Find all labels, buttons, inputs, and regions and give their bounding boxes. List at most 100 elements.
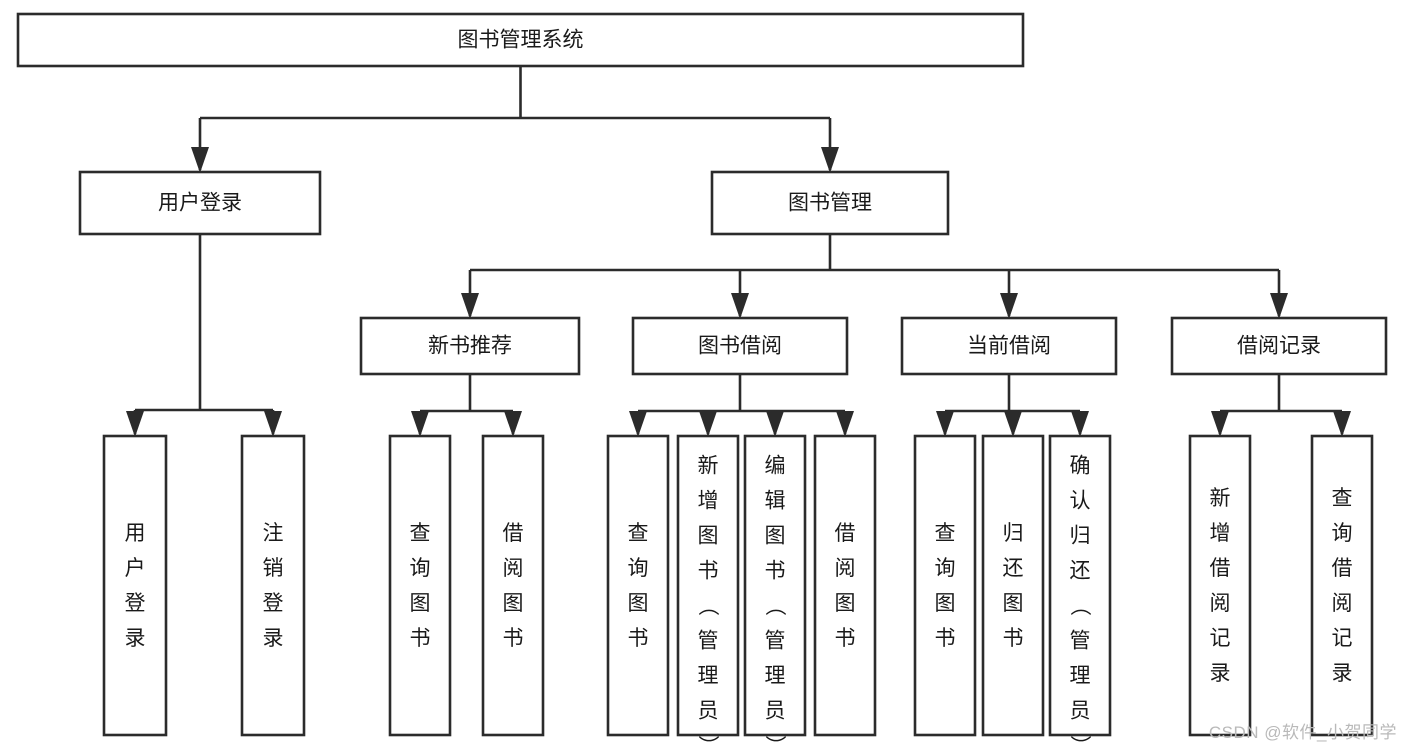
node-label-char: 书 <box>935 627 956 650</box>
conn-book-manage-arrow-0 <box>461 293 479 319</box>
conn-user-login-arrow-1 <box>264 411 282 437</box>
node-label-char: 书 <box>410 627 431 650</box>
node-label-char: 还 <box>1070 560 1091 583</box>
node-label-char: 管 <box>765 630 786 653</box>
node-new-book-rec[interactable]: 新书推荐 <box>359 316 581 376</box>
node-label-char: 登 <box>263 592 284 615</box>
connectors-layer <box>126 66 1351 437</box>
node-label-char: 询 <box>628 557 649 580</box>
node-label-char: ） <box>1068 735 1091 747</box>
node-leaf-user-login[interactable]: 用户登录 <box>102 434 168 737</box>
node-label-char: 辑 <box>765 490 786 513</box>
node-box <box>743 434 807 737</box>
node-label-char: 录 <box>263 627 284 650</box>
node-label-char: 销 <box>263 557 284 580</box>
node-label-char: 图 <box>698 525 719 548</box>
node-borrow-record[interactable]: 借阅记录 <box>1170 316 1388 376</box>
node-label-char: 图 <box>628 592 649 615</box>
node-label-char: 归 <box>1070 525 1091 548</box>
node-label-char: 用 <box>125 522 146 545</box>
conn-current-borrow-arrow-2 <box>1071 411 1089 437</box>
node-label-char: 员 <box>698 700 719 723</box>
node-label-char: （ <box>763 595 786 616</box>
node-box <box>1170 316 1388 376</box>
node-label-char: 书 <box>628 627 649 650</box>
node-label-char: 借 <box>503 522 524 545</box>
node-box <box>359 316 581 376</box>
node-box <box>16 12 1025 68</box>
node-label-char: 注 <box>263 522 284 545</box>
node-label-char: 图 <box>835 592 856 615</box>
node-label-char: 新 <box>1210 487 1231 510</box>
node-box <box>1310 434 1374 737</box>
node-box <box>676 434 740 737</box>
node-label-char: 认 <box>1070 490 1091 513</box>
node-label-char: 员 <box>765 700 786 723</box>
node-label-char: 还 <box>1003 557 1024 580</box>
node-label-char: 理 <box>1070 665 1091 688</box>
node-label-char: 阅 <box>1210 592 1231 615</box>
conn-book-manage-arrow-1 <box>731 293 749 319</box>
node-book-manage[interactable]: 图书管理 <box>710 170 950 236</box>
node-label-char: 图 <box>410 592 431 615</box>
node-current-borrow[interactable]: 当前借阅 <box>900 316 1118 376</box>
node-label-char: 管 <box>1070 630 1091 653</box>
node-label-char: 录 <box>125 627 146 650</box>
node-label-char: 图 <box>1003 592 1024 615</box>
node-label-char: 借 <box>1210 557 1231 580</box>
node-label-char: 管 <box>698 630 719 653</box>
node-label-char: 查 <box>935 522 956 545</box>
node-label-char: 阅 <box>835 557 856 580</box>
node-label-char: 理 <box>698 665 719 688</box>
node-label-char: 增 <box>1210 522 1231 545</box>
node-label: 新书推荐 <box>428 335 512 358</box>
node-label-char: 记 <box>1332 627 1353 650</box>
node-label-char: 记 <box>1210 627 1231 650</box>
conn-book-manage-arrow-3 <box>1270 293 1288 319</box>
node-box <box>913 434 977 737</box>
conn-root-arrow-0 <box>191 147 209 173</box>
node-label-char: 阅 <box>1332 592 1353 615</box>
node-box <box>102 434 168 737</box>
node-root-root[interactable]: 图书管理系统 <box>16 12 1025 68</box>
node-label-char: 书 <box>503 627 524 650</box>
node-label: 用户登录 <box>158 192 242 215</box>
node-label-char: 书 <box>698 560 719 583</box>
node-box <box>240 434 306 737</box>
conn-book-borrow-arrow-2 <box>766 411 784 437</box>
node-label-char: 编 <box>765 455 786 478</box>
node-user-login[interactable]: 用户登录 <box>78 170 322 236</box>
node-label-char: 新 <box>698 455 719 478</box>
conn-book-borrow-arrow-1 <box>699 411 717 437</box>
conn-new-book-rec-arrow-1 <box>504 411 522 437</box>
conn-root-arrow-1 <box>821 147 839 173</box>
node-label-char: 询 <box>410 557 431 580</box>
node-label-char: 阅 <box>503 557 524 580</box>
conn-borrow-record-arrow-1 <box>1333 411 1351 437</box>
node-label: 图书管理系统 <box>458 29 584 52</box>
conn-new-book-rec-arrow-0 <box>411 411 429 437</box>
node-label-char: 增 <box>698 490 719 513</box>
node-label-char: 书 <box>1003 627 1024 650</box>
node-box <box>631 316 849 376</box>
node-label-char: 录 <box>1210 662 1231 685</box>
conn-book-manage-arrow-2 <box>1000 293 1018 319</box>
node-label: 图书管理 <box>788 192 872 215</box>
node-label-char: 确 <box>1070 455 1091 478</box>
node-label: 当前借阅 <box>967 335 1051 358</box>
node-book-borrow[interactable]: 图书借阅 <box>631 316 849 376</box>
